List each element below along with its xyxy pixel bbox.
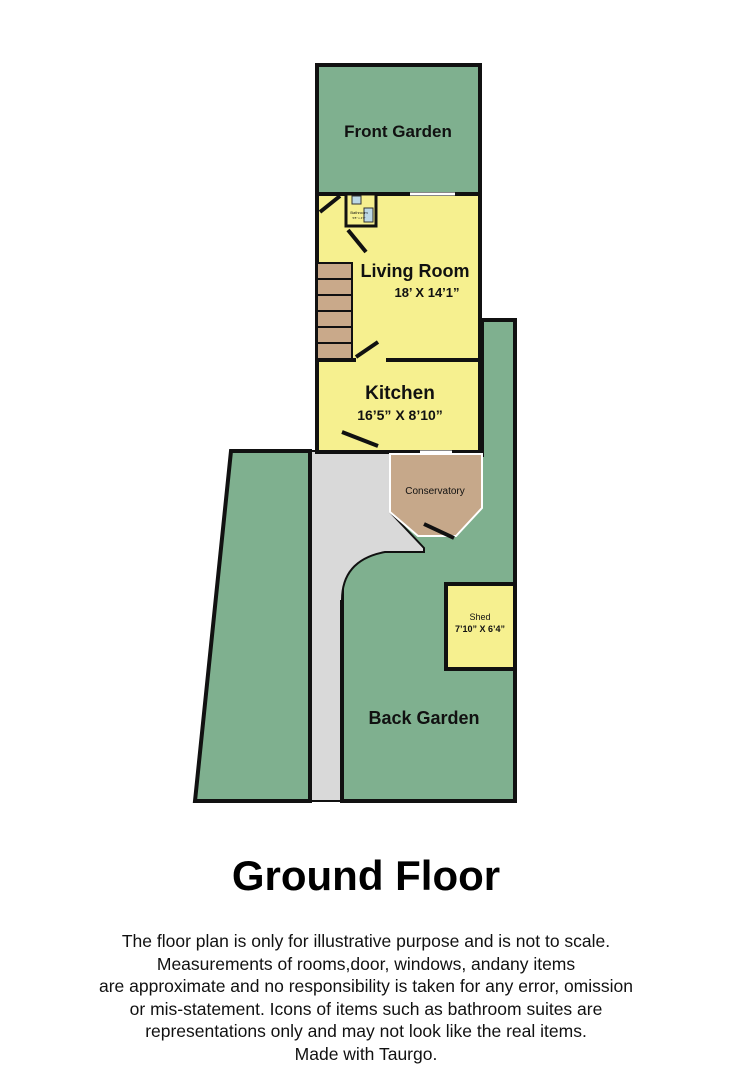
- door-swing: [318, 194, 342, 214]
- front-garden-label: Front Garden: [344, 122, 452, 141]
- conservatory-area: [389, 453, 483, 537]
- bathroom-door: [346, 228, 368, 254]
- living-room-label: Living Room: [361, 261, 470, 281]
- conservatory-door: [423, 522, 455, 540]
- disclaimer-line: are approximate and no responsibility is…: [98, 976, 633, 996]
- disclaimer-line: or mis-statement. Icons of items such as…: [129, 998, 603, 1019]
- back-garden-label: Back Garden: [368, 708, 479, 728]
- bathroom-name: Bathroom: [350, 210, 368, 215]
- living-room-size: 18’ X 14’1”: [394, 285, 459, 300]
- shed-area: [444, 582, 517, 671]
- disclaimer-line: representations only and may not look li…: [145, 1021, 587, 1041]
- disclaimer-line: The floor plan is only for illustrative …: [121, 931, 611, 951]
- kitchen-label: Kitchen: [365, 383, 435, 404]
- disclaimer-line: Made with Taurgo.: [294, 1043, 438, 1064]
- staircase: [316, 262, 353, 360]
- conservatory-label: Conservatory: [405, 486, 464, 497]
- toilet-icon: [351, 195, 362, 205]
- kitchen-door: [341, 430, 379, 448]
- side-garden-area: [192, 449, 312, 803]
- kitchen-size: 16’5” X 8’10”: [357, 407, 443, 423]
- sink-icon: [363, 207, 374, 223]
- garden-path: [309, 450, 425, 802]
- disclaimer-line: Measurements of rooms,door, windows, and…: [156, 953, 576, 974]
- disclaimer: The floor plan is only for illustrative …: [40, 930, 692, 1065]
- shed-size: 7’10” X 6’4”: [455, 624, 505, 634]
- bathroom-size: 5'8" x 4'3": [352, 216, 365, 220]
- shed-label: Shed: [469, 612, 490, 622]
- floor-plan: Bathroom 5'8" x 4'3" Front Garden Living…: [192, 63, 517, 803]
- floor-title: Ground Floor: [231, 852, 501, 899]
- stair-door: [354, 340, 380, 359]
